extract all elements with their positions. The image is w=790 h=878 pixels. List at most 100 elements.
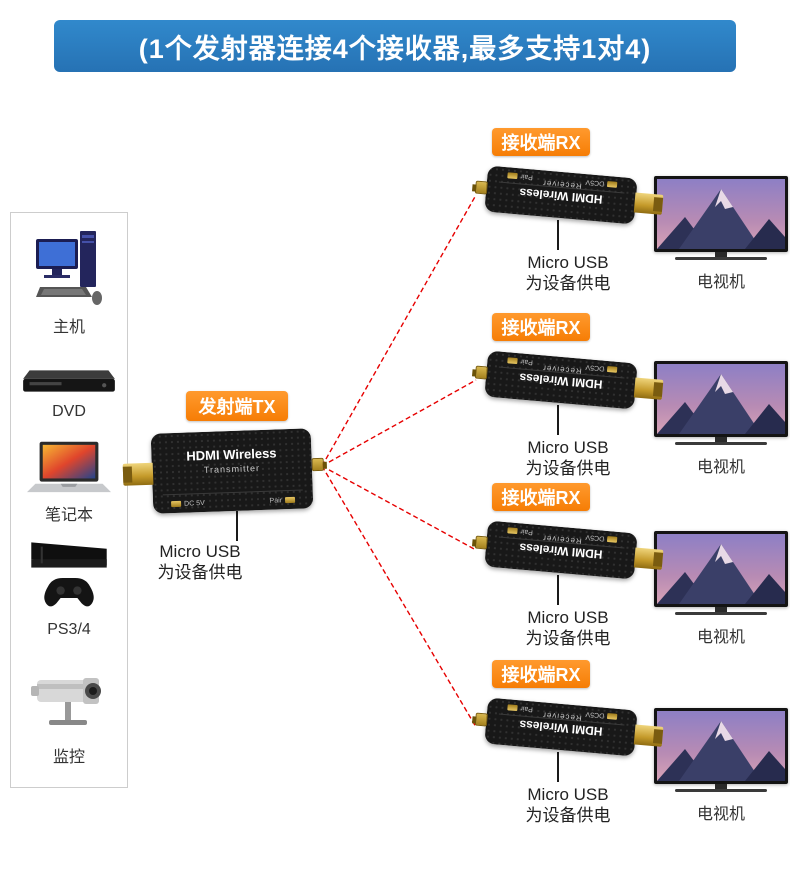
receiver-power-note: Micro USB 为设备供电 — [498, 607, 638, 649]
dc-port-label: DC5V — [585, 533, 605, 543]
hdmi-plug-icon — [633, 192, 664, 215]
hdmi-plug-icon — [633, 724, 664, 747]
dc-port-icon — [171, 500, 182, 508]
receiver-power-note: Micro USB 为设备供电 — [498, 437, 638, 479]
tv-screen-image — [657, 711, 785, 781]
game-console-icon — [31, 542, 107, 607]
dc-port-icon — [606, 180, 618, 188]
source-item-laptop: 笔记本 — [11, 439, 127, 525]
power-note-line2: 为设备供电 — [525, 274, 611, 293]
tv-stand-base — [675, 789, 767, 792]
receiver-power-note: Micro USB 为设备供电 — [498, 252, 638, 294]
power-note-line2: 为设备供电 — [525, 459, 611, 478]
hdmi-plug-icon — [122, 462, 154, 486]
pair-port-label: Pair — [520, 357, 534, 366]
tv-stand-stem — [715, 252, 727, 257]
source-devices-box: 主机 DVD — [10, 212, 128, 788]
receiver-device: HDMI Wireless Receiver DC5V Pair — [474, 697, 664, 757]
pair-port-label: Pair — [520, 172, 534, 181]
hdmi-plug-tip — [122, 466, 133, 483]
tv-screen-image — [657, 179, 785, 249]
source-item-ps: PS3/4 — [11, 535, 127, 639]
receiver-face: HDMI Wireless Receiver DC5V Pair — [484, 698, 637, 757]
tv — [654, 708, 788, 792]
power-cable-line — [236, 511, 238, 541]
tv-frame — [654, 708, 788, 784]
power-note-line1: Micro USB — [527, 438, 609, 457]
desktop-pc-icon — [36, 231, 102, 305]
cctv-camera-icon — [31, 678, 101, 725]
receiver-device: HDMI Wireless Receiver DC5V Pair — [474, 165, 664, 225]
dc-port: DC5V — [585, 362, 618, 375]
tv-stand-stem — [715, 607, 727, 612]
receiver-face: HDMI Wireless Receiver DC5V Pair — [484, 521, 637, 580]
laptop-icon — [27, 441, 111, 493]
pair-port-label: Pair — [269, 496, 283, 505]
receiver-badge: 接收端RX — [492, 660, 590, 688]
tv — [654, 361, 788, 445]
pair-port-icon — [284, 496, 296, 504]
hdmi-plug-tip — [652, 382, 664, 397]
pair-port-icon — [507, 527, 518, 535]
receiver-group-4: 接收端RX HDMI Wireless Receiver DC5V Pair M… — [460, 660, 790, 875]
transmitter-group: 发射端TX HDMI Wireless Transmitter DC 5V Pa… — [120, 391, 350, 601]
receiver-device: HDMI Wireless Receiver DC5V Pair — [474, 520, 664, 580]
source-item-dvd: DVD — [11, 361, 127, 421]
pair-port-icon — [507, 172, 518, 180]
receiver-badge: 接收端RX — [492, 128, 590, 156]
pair-port: Pair — [507, 355, 533, 367]
receiver-face: HDMI Wireless Receiver DC5V Pair — [484, 351, 637, 410]
hdmi-plug-tip — [652, 197, 664, 212]
power-cable-line — [557, 752, 559, 782]
source-item-camera: 监控 — [11, 665, 127, 767]
receiver-group-1: 接收端RX HDMI Wireless Receiver DC5V Pair M… — [460, 128, 790, 343]
power-note-line1: Micro USB — [159, 542, 241, 561]
pair-port: Pair — [507, 525, 533, 537]
pair-port: Pair — [507, 702, 533, 714]
pair-port: Pair — [269, 494, 296, 507]
power-note-line1: Micro USB — [527, 608, 609, 627]
dc-port-icon — [606, 535, 618, 543]
dc-port-icon — [606, 712, 618, 720]
tv-frame — [654, 361, 788, 437]
power-cable-line — [557, 220, 559, 250]
transmitter-badge: 发射端TX — [186, 391, 288, 421]
tv-frame — [654, 531, 788, 607]
tv-screen-image — [657, 364, 785, 434]
receiver-device: HDMI Wireless Receiver DC5V Pair — [474, 350, 664, 410]
tv-label: 电视机 — [696, 629, 745, 646]
tv-stand-base — [675, 442, 767, 445]
title-banner: (1个发射器连接4个接收器,最多支持1对4) — [54, 20, 736, 72]
hdmi-plug-tip — [652, 729, 664, 744]
dc-port-label: DC5V — [585, 178, 605, 188]
transmitter-device: HDMI Wireless Transmitter DC 5V Pair — [122, 428, 325, 514]
receiver-badge: 接收端RX — [492, 483, 590, 511]
dc-port: DC5V — [585, 177, 618, 190]
tv-label: 电视机 — [696, 459, 745, 476]
dc-port-label: DC5V — [585, 363, 605, 373]
tv-frame — [654, 176, 788, 252]
tv — [654, 176, 788, 260]
pair-port-label: Pair — [520, 704, 534, 713]
tv-stand-stem — [715, 784, 727, 789]
dvd-player-icon — [23, 370, 115, 392]
receiver-badge: 接收端RX — [492, 313, 590, 341]
dc-port: DC5V — [585, 709, 618, 722]
dc-port: DC5V — [585, 532, 618, 545]
power-note-line2: 为设备供电 — [525, 629, 611, 648]
tv-stand-base — [675, 257, 767, 260]
tv-label: 电视机 — [696, 806, 745, 823]
source-label: 笔记本 — [44, 507, 93, 524]
device-port-strip: DC 5V Pair — [162, 489, 304, 511]
hdmi-plug-icon — [633, 547, 664, 570]
pair-port-icon — [507, 704, 518, 712]
dc-port-icon — [606, 365, 618, 373]
source-label: PS3/4 — [47, 621, 91, 638]
source-label: DVD — [52, 403, 86, 420]
receiver-power-note: Micro USB 为设备供电 — [498, 784, 638, 826]
hdmi-plug-tip — [652, 552, 664, 567]
tv-screen-image — [657, 534, 785, 604]
dc-port: DC 5V — [171, 497, 205, 510]
power-cable-line — [557, 405, 559, 435]
